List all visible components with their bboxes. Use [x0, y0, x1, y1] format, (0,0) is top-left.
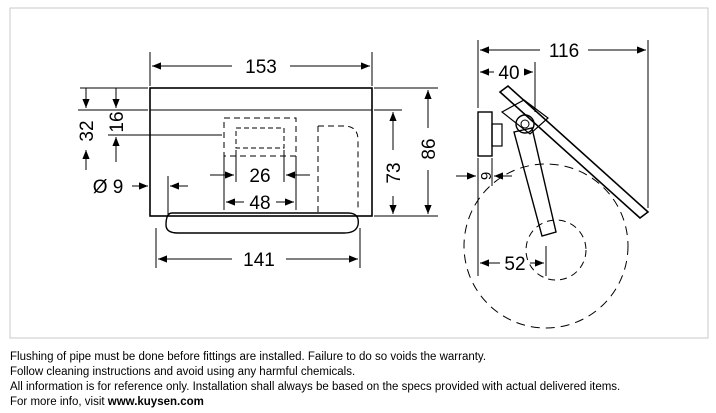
dim-label-48: 48	[249, 193, 270, 214]
note-line-4-prefix: For more info, visit	[10, 396, 108, 408]
dim-label-52: 52	[504, 254, 525, 275]
note-line-4: For more info, visit www.kuysen.com	[10, 395, 710, 410]
side-hinge-circle	[515, 114, 535, 134]
side-wall-plate	[477, 111, 493, 157]
note-line-3: All information is for reference only. I…	[10, 381, 621, 393]
dim-label-73: 73	[384, 162, 405, 183]
note-line-2: Follow cleaning instructions and avoid u…	[10, 366, 356, 378]
dim-label-116: 116	[549, 41, 579, 62]
side-roll-outer-dashed	[463, 163, 629, 329]
drawing-frame	[9, 7, 709, 339]
side-cover	[498, 84, 650, 220]
dim-label-86: 86	[419, 138, 440, 159]
dim-label-32: 32	[77, 120, 98, 141]
dim-label-153: 153	[245, 57, 277, 78]
front-mount-dashed	[223, 117, 297, 157]
dim-label-16: 16	[107, 111, 128, 132]
front-arm-dashed	[318, 125, 359, 210]
side-arm	[513, 127, 557, 237]
dim-label-pipe: Ø 9	[93, 177, 124, 198]
side-hinge-pin	[520, 119, 530, 129]
front-view	[78, 52, 438, 268]
side-hinge-block	[500, 99, 549, 135]
side-roll-inner-dashed	[525, 219, 587, 281]
dim-label-141: 141	[243, 250, 275, 271]
dim-label-9-side: 9	[478, 172, 495, 180]
side-view	[456, 40, 650, 329]
side-mount-block	[491, 123, 503, 147]
dim-label-26: 26	[249, 166, 270, 187]
dim-label-40: 40	[498, 63, 519, 84]
note-line-1: Flushing of pipe must be done before fit…	[10, 351, 487, 363]
front-bottom-bar	[165, 212, 359, 234]
website-link[interactable]: www.kuysen.com	[107, 396, 204, 408]
notes-block: Flushing of pipe must be done before fit…	[10, 350, 710, 410]
front-mount-inner-dashed	[235, 127, 285, 149]
front-body-outline	[149, 87, 373, 217]
